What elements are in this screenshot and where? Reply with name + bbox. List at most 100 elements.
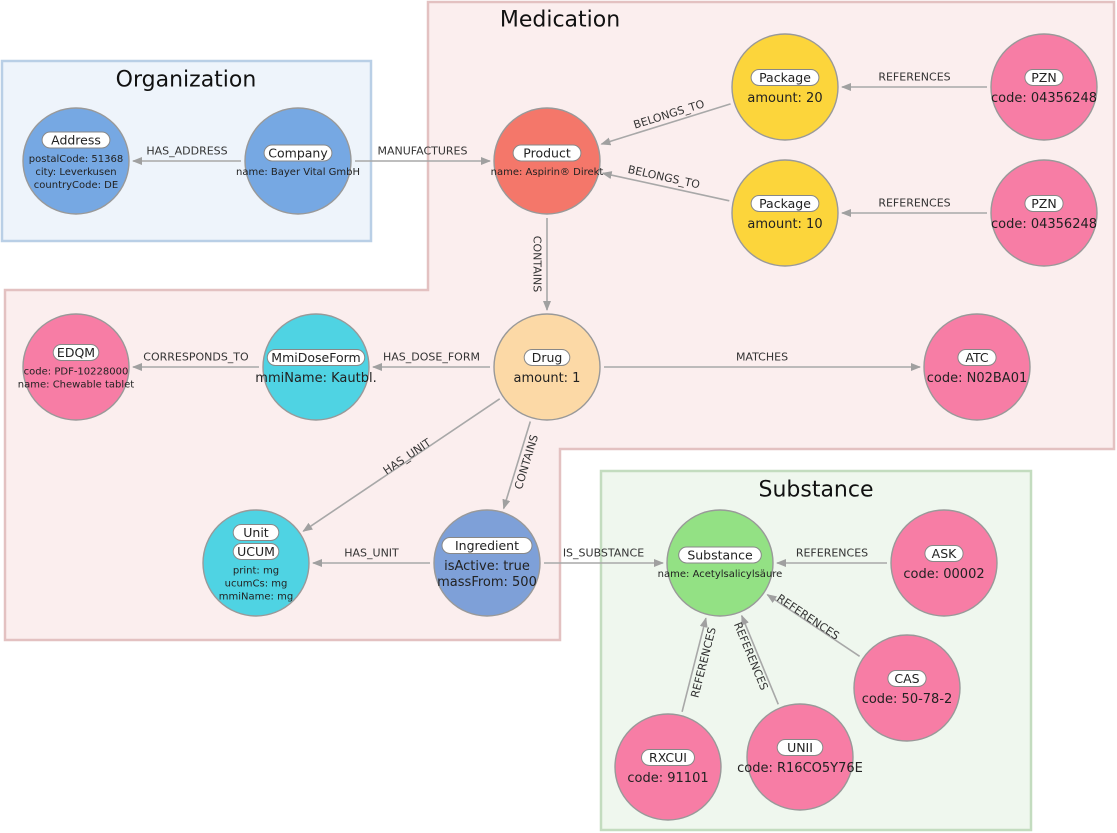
node-label-pill bbox=[887, 670, 927, 687]
node-property: code: 04356248 bbox=[991, 91, 1097, 106]
node-label: Ingredient bbox=[455, 538, 519, 553]
node-property: name: Aspirin® Direkt bbox=[491, 167, 604, 178]
node-circle[interactable] bbox=[202, 509, 310, 617]
region-medication-title: Medication bbox=[500, 8, 620, 33]
node-label-pill bbox=[750, 195, 820, 212]
node-label: PZN bbox=[1031, 70, 1056, 85]
node-property: name: Acetylsalicylsäure bbox=[658, 569, 783, 580]
node-pzn1[interactable]: PZN code: 04356248 bbox=[990, 33, 1098, 141]
node-label-pill bbox=[512, 144, 582, 162]
node-label: Package bbox=[759, 70, 811, 85]
node-property: print: mg bbox=[233, 566, 279, 577]
node-property: name: Chewable tablet bbox=[18, 380, 134, 391]
edge-company-product: MANUFACTURES bbox=[355, 145, 491, 165]
node-mmidoseform[interactable]: MmiDoseForm mmiName: Kautbl. bbox=[255, 313, 377, 421]
node-circle[interactable] bbox=[731, 159, 839, 267]
node-circle[interactable] bbox=[853, 634, 961, 742]
edge-company-address: HAS_ADDRESS bbox=[132, 145, 241, 165]
edge-line bbox=[502, 421, 532, 510]
node-rxcui[interactable]: RXCUI code: 91101 bbox=[614, 713, 722, 821]
node-label: Company bbox=[268, 146, 328, 161]
node-circle[interactable] bbox=[493, 313, 601, 421]
edge-ingredient-unit: HAS_UNIT bbox=[312, 547, 430, 567]
edge-label: CONTAINS bbox=[531, 236, 544, 292]
node-pzn2[interactable]: PZN code: 04356248 bbox=[990, 159, 1098, 267]
edge-label: HAS_UNIT bbox=[344, 547, 399, 560]
node-circle[interactable] bbox=[614, 713, 722, 821]
node-ask[interactable]: ASK code: 00002 bbox=[890, 509, 998, 617]
node-property: mmiName: mg bbox=[219, 592, 293, 603]
node-cas[interactable]: CAS code: 50-78-2 bbox=[853, 634, 961, 742]
node-label: Drug bbox=[532, 350, 563, 365]
node-label: PZN bbox=[1031, 196, 1056, 211]
node-circle[interactable] bbox=[923, 313, 1031, 421]
node-label: Substance bbox=[687, 548, 753, 563]
node-label-pill bbox=[52, 344, 100, 361]
node-label-pill bbox=[441, 537, 533, 554]
edge-label: REFERENCES bbox=[878, 197, 950, 210]
node-property: massFrom: 500 bbox=[437, 575, 537, 590]
edge-label: IS_SUBSTANCE bbox=[563, 547, 644, 560]
edge-line bbox=[302, 398, 501, 532]
node-circle[interactable] bbox=[990, 33, 1098, 141]
node-property: code: 00002 bbox=[903, 567, 984, 582]
node-circle[interactable] bbox=[890, 509, 998, 617]
node-substance[interactable]: Substance name: Acetylsalicylsäure bbox=[658, 509, 783, 617]
node-label-pill bbox=[232, 543, 280, 560]
node-product[interactable]: Product name: Aspirin® Direkt bbox=[491, 107, 604, 215]
node-circle[interactable] bbox=[262, 313, 370, 421]
node-label: Product bbox=[523, 146, 571, 161]
edge-label: REFERENCES bbox=[878, 71, 950, 84]
edge-drug-atc: MATCHES bbox=[604, 351, 921, 371]
edge-label: HAS_DOSE_FORM bbox=[383, 351, 480, 364]
node-property: code: 91101 bbox=[627, 771, 708, 786]
node-label: ATC bbox=[965, 350, 988, 365]
node-property: code: PDF-10228000 bbox=[24, 367, 129, 378]
node-label: ASK bbox=[932, 546, 957, 561]
node-label-pill bbox=[266, 349, 366, 366]
edge-label: MATCHES bbox=[736, 351, 788, 364]
node-property: amount: 10 bbox=[747, 217, 822, 232]
edge-line bbox=[766, 594, 861, 657]
edge-mmidoseform-edqm: CORRESPONDS_TO bbox=[132, 351, 259, 371]
node-label: CAS bbox=[894, 671, 919, 686]
node-property: code: 50-78-2 bbox=[862, 692, 953, 707]
edge-label: HAS_ADDRESS bbox=[146, 145, 227, 158]
node-circle[interactable] bbox=[433, 509, 541, 617]
node-label: UNII bbox=[787, 740, 813, 755]
edge-product-drug: CONTAINS bbox=[531, 218, 551, 311]
node-label-pill bbox=[957, 349, 997, 366]
edge-pzn2-package10: REFERENCES bbox=[841, 197, 987, 217]
node-drug[interactable]: Drug amount: 1 bbox=[493, 313, 601, 421]
node-label-pill bbox=[232, 524, 280, 541]
node-label-pill bbox=[1024, 195, 1064, 212]
node-atc[interactable]: ATC code: N02BA01 bbox=[923, 313, 1031, 421]
edge-line bbox=[681, 617, 708, 712]
node-circle[interactable] bbox=[990, 159, 1098, 267]
node-label-pill bbox=[750, 69, 820, 86]
node-property: code: 04356248 bbox=[991, 217, 1097, 232]
node-property: city: Leverkusen bbox=[35, 167, 116, 178]
node-property: code: N02BA01 bbox=[927, 371, 1027, 386]
node-property: ucumCs: mg bbox=[225, 579, 288, 590]
node-label: RXCUI bbox=[649, 750, 687, 765]
node-property: amount: 1 bbox=[514, 371, 581, 386]
node-property: mmiName: Kautbl. bbox=[255, 371, 376, 386]
region-organization-title: Organization bbox=[116, 68, 257, 93]
edge-drug-mmidoseform: HAS_DOSE_FORM bbox=[372, 351, 490, 371]
node-circle[interactable] bbox=[22, 313, 130, 421]
node-label-pill bbox=[1024, 69, 1064, 86]
node-circle[interactable] bbox=[746, 703, 854, 811]
node-label-pill bbox=[924, 545, 964, 562]
node-label: MmiDoseForm bbox=[271, 350, 360, 365]
node-circle[interactable] bbox=[731, 33, 839, 141]
region-substance-title: Substance bbox=[758, 478, 873, 503]
